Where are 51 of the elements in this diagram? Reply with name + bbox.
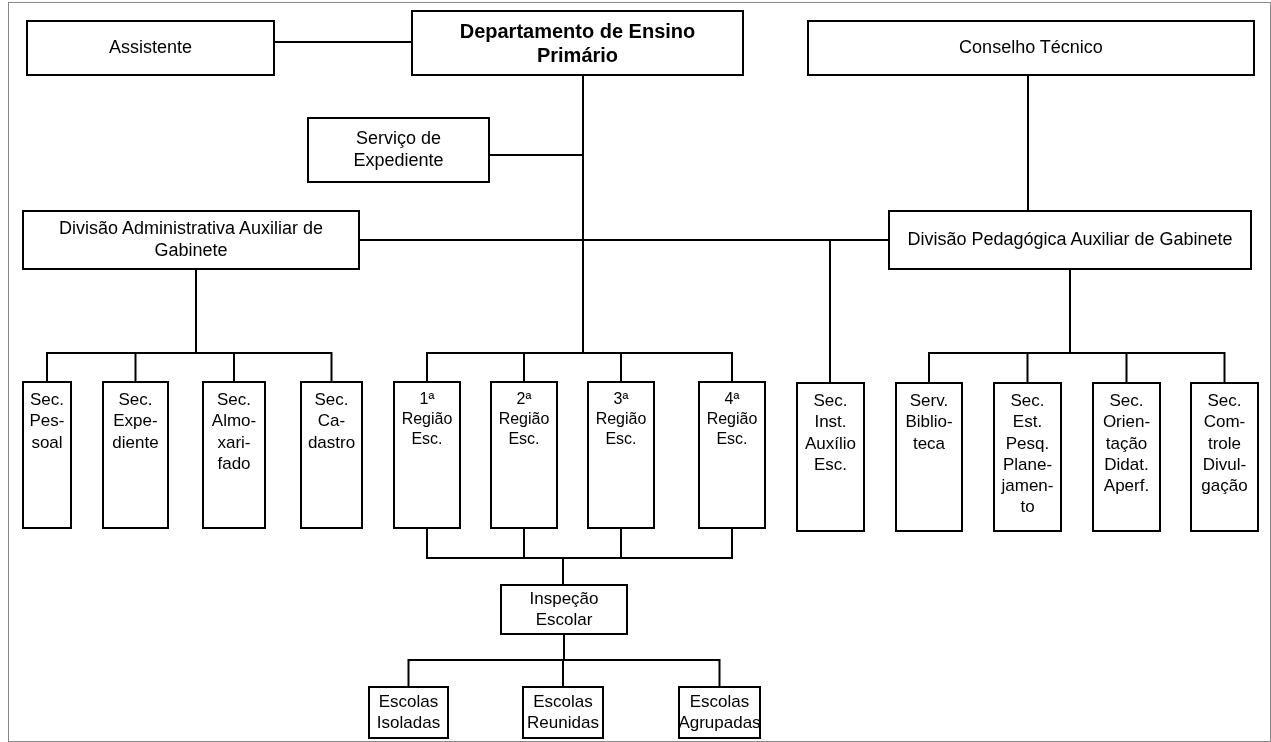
org-box <box>522 686 604 739</box>
box-label: 1ª Região Esc. <box>400 389 454 449</box>
org-box <box>993 382 1062 532</box>
org-box <box>393 381 461 529</box>
org-box <box>202 381 266 529</box>
org-box <box>22 381 72 529</box>
org-box <box>1190 382 1259 532</box>
org-box <box>678 686 761 739</box>
box-label: 3ª Região Esc. <box>594 389 648 449</box>
org-box <box>300 381 363 529</box>
org-box <box>895 382 963 532</box>
box-label: Inspeção Escolar <box>528 589 600 630</box>
org-box <box>368 686 449 739</box>
org-box <box>490 381 558 529</box>
box-label: Divisão Pedagógica Auxiliar de Gabinete <box>907 229 1233 251</box>
org-box <box>102 381 169 529</box>
box-label: Serv. Biblio- teca <box>904 390 954 454</box>
connector-line <box>1027 75 1029 211</box>
org-box <box>587 381 655 529</box>
box-label: Sec. Com- trole Divul- gação <box>1200 390 1249 497</box>
connector-line <box>562 528 733 585</box>
box-label: Sec. Pes- soal <box>28 389 66 453</box>
box-label: Divisão Administrativa Auxiliar de Gabinete <box>57 218 325 262</box>
box-label: Sec. Expe- diente <box>111 389 160 453</box>
org-box <box>411 10 744 76</box>
org-box <box>500 584 628 635</box>
org-box <box>22 210 360 270</box>
org-box <box>307 117 490 183</box>
box-label: Escolas Isoladas <box>375 692 442 733</box>
box-label: Sec. Almo- xari- fado <box>210 389 258 474</box>
org-box <box>698 381 766 529</box>
box-label: Sec. Est. Pesq. Plane- jamen- to <box>1000 390 1055 518</box>
box-label: 2ª Região Esc. <box>497 389 551 449</box>
box-label: Serviço de Expediente <box>352 128 445 172</box>
box-label: Conselho Técnico <box>959 37 1103 59</box>
org-box <box>26 20 275 76</box>
connector-line <box>195 269 333 382</box>
connector-line <box>274 41 412 43</box>
box-label: Sec. Inst. Auxílio Esc. <box>804 390 857 475</box>
box-label: Sec. Ca- dastro <box>306 389 357 453</box>
box-label: Escolas Reunidas <box>527 692 599 733</box>
box-label: 4ª Região Esc. <box>705 389 759 449</box>
org-box <box>888 210 1252 270</box>
box-label: Assistente <box>108 37 192 59</box>
box-label: Departamento de Ensino Primário <box>458 19 697 67</box>
org-box <box>807 20 1255 76</box>
connector-line <box>563 634 721 687</box>
org-box <box>796 382 865 532</box>
org-box <box>1092 382 1161 532</box>
box-label: Escolas Agrupadas <box>678 692 761 733</box>
box-label: Sec. Orien- tação Didat. Aperf. <box>1101 390 1152 497</box>
